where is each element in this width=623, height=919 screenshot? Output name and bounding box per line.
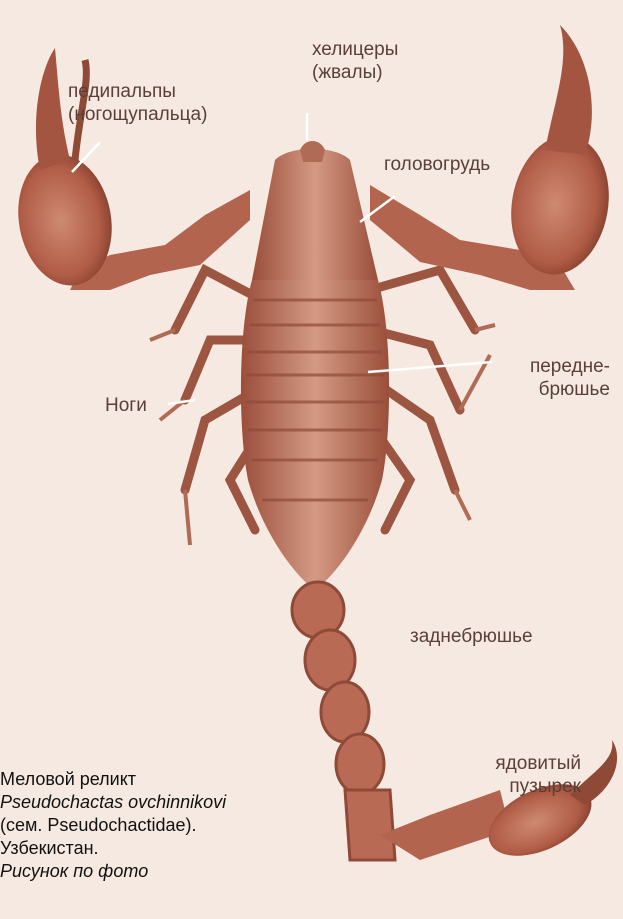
mesosoma-label: передне- брюшье <box>490 355 610 401</box>
mesosoma-label-line2: брюшье <box>490 378 610 401</box>
metasoma-label: заднебрюшье <box>410 625 533 648</box>
caption-line-1: Меловой реликт <box>0 768 330 791</box>
caption-species-name: Pseudochactas ovchinnikovi <box>0 791 330 814</box>
vesicle-label: ядовитый пузырек <box>470 752 581 798</box>
vesicle-label-line1: ядовитый <box>470 752 581 775</box>
chelicerae-label: хелицеры (жвалы) <box>312 38 398 84</box>
chelicerae-label-line2: (жвалы) <box>312 61 398 84</box>
cephalothorax-shape <box>252 149 378 280</box>
vesicle-label-line2: пузырек <box>470 775 581 798</box>
legs-label: Ноги <box>105 394 147 417</box>
figure-caption: Меловой реликт Pseudochactas ovchinnikov… <box>0 768 330 883</box>
pedipalps-label-line1: педипальпы <box>68 80 207 103</box>
cephalothorax-label: головогрудь <box>384 153 490 176</box>
caption-family: (сем. Pseudochactidae). <box>0 814 330 837</box>
caption-country: Узбекистан. <box>0 837 330 860</box>
pedipalps-label: педипальпы (ногощупальца) <box>68 80 207 126</box>
chelicerae-label-line1: хелицеры <box>312 38 398 61</box>
pedipalps-label-line2: (ногощупальца) <box>68 103 207 126</box>
mesosoma-label-line1: передне- <box>490 355 610 378</box>
chelicerae-shape <box>300 141 325 162</box>
caption-credit: Рисунок по фото <box>0 860 330 883</box>
